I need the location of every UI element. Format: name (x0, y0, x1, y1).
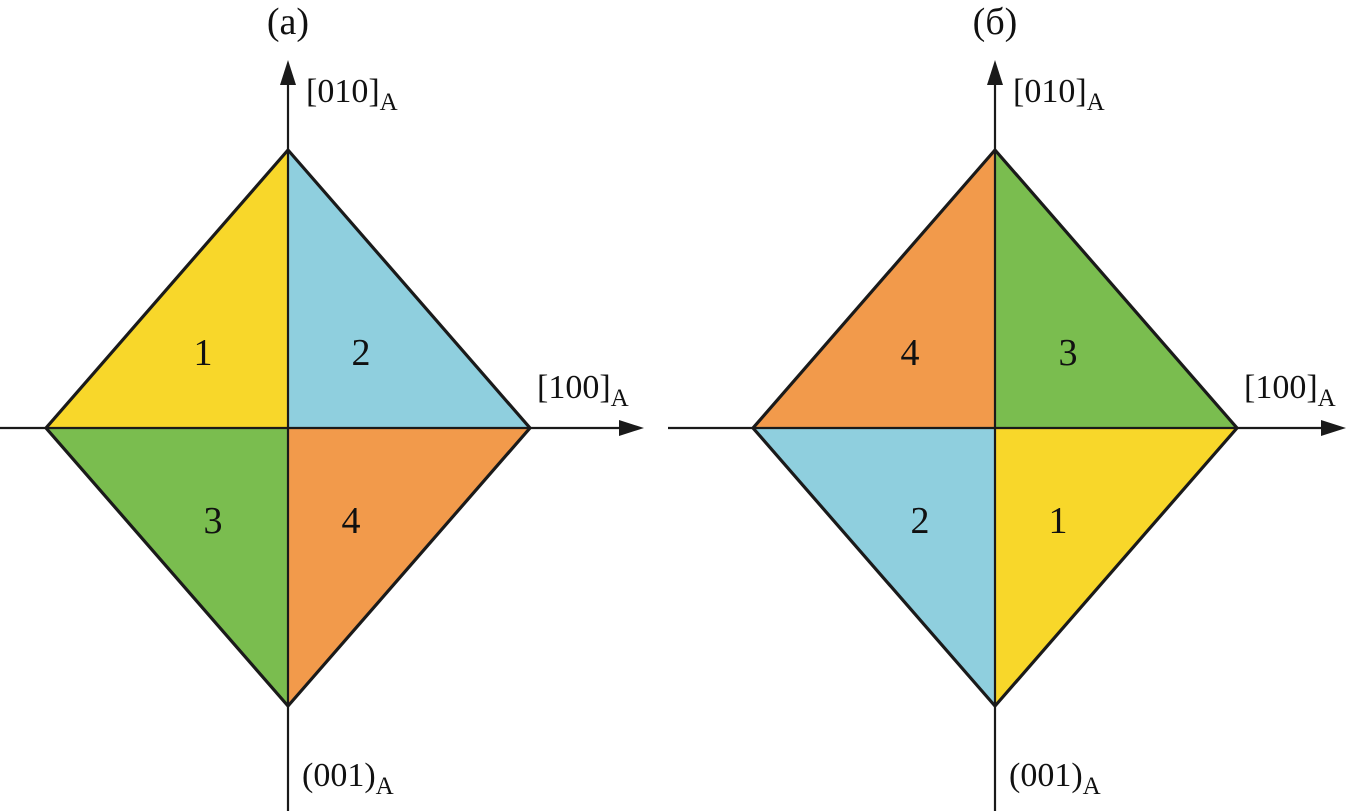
panel-a-number-top-right: 2 (352, 332, 371, 374)
panel-a-plane-label-sub: A (376, 773, 394, 800)
panel-a-y-axis-label-main: [010] (306, 73, 380, 110)
panel-b-plane-label: (001)A (1009, 757, 1101, 800)
panel-b-diamond-outline (750, 147, 1240, 709)
panel-b-x-axis-label: [100]A (1244, 369, 1336, 412)
panel-a-number-bottom-right: 4 (342, 500, 361, 542)
panel-b-x-axis-label-sub: A (1318, 385, 1336, 412)
panel-b-y-axis-label-sub: A (1087, 89, 1105, 116)
panel-b: (б) [010]A [100]A (001)A 4 3 2 1 (668, 1, 1346, 811)
panel-a-plane-label-main: (001) (302, 757, 376, 794)
panel-b-y-axis-label-main: [010] (1013, 73, 1087, 110)
panel-a-diamond-outline (43, 147, 533, 709)
panel-b-label: (б) (973, 1, 1018, 43)
panel-b-number-bottom-left: 2 (911, 500, 930, 542)
panel-b-plane-label-sub: A (1083, 773, 1101, 800)
panel-b-arrow-up-icon (987, 60, 1003, 85)
panel-a-x-axis-label-sub: A (611, 385, 629, 412)
panel-b-number-bottom-right: 1 (1049, 500, 1068, 542)
panel-a-x-axis-label-main: [100] (537, 369, 611, 406)
panel-b-arrow-right-icon (1321, 420, 1346, 436)
panel-a-label: (а) (267, 1, 309, 43)
panel-a-y-axis-label: [010]A (306, 73, 398, 116)
panel-a-plane-label: (001)A (302, 757, 394, 800)
panel-a-number-top-left: 1 (194, 332, 213, 374)
panel-b-number-top-right: 3 (1059, 332, 1078, 374)
panel-b-number-top-left: 4 (901, 332, 920, 374)
panel-a-arrow-up-icon (280, 60, 296, 85)
panel-b-y-axis-label: [010]A (1013, 73, 1105, 116)
panel-a-arrow-right-icon (619, 420, 644, 436)
panel-a-number-bottom-left: 3 (204, 500, 223, 542)
panel-a-x-axis-label: [100]A (537, 369, 629, 412)
panel-b-plane-label-main: (001) (1009, 757, 1083, 794)
panel-a: (а) [010]A [100]A (001)A 1 2 3 4 (0, 1, 644, 811)
panel-b-x-axis-label-main: [100] (1244, 369, 1318, 406)
panel-a-y-axis-label-sub: A (380, 89, 398, 116)
